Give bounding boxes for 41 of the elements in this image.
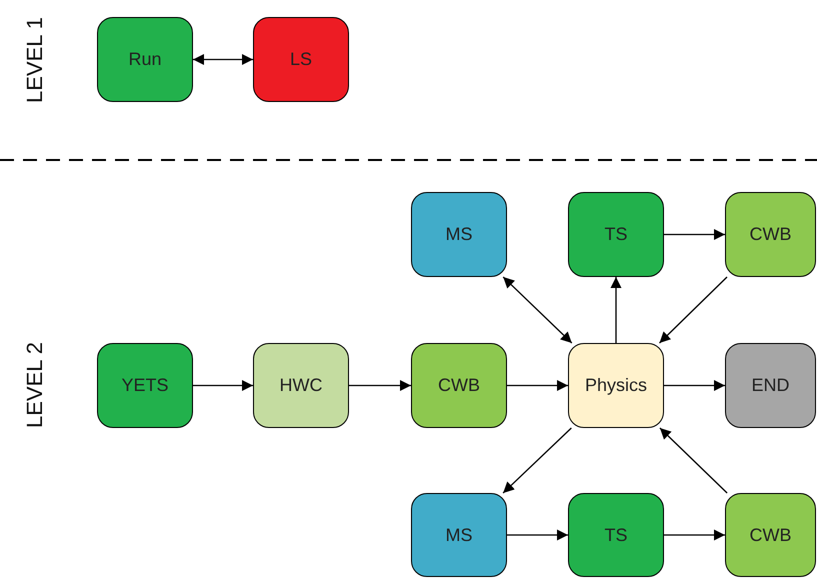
arrow xyxy=(507,380,568,391)
process-box xyxy=(253,17,349,102)
arrow xyxy=(664,530,725,540)
node-label: CWB xyxy=(750,524,792,546)
process-box xyxy=(411,192,507,277)
arrow xyxy=(507,530,568,540)
process-box xyxy=(97,17,193,102)
process-box xyxy=(725,192,816,277)
arrow xyxy=(664,229,725,240)
level-label: LEVEL 2 xyxy=(22,342,48,428)
process-box xyxy=(568,343,664,428)
process-box xyxy=(568,192,664,277)
arrow xyxy=(502,428,572,494)
arrow xyxy=(659,428,728,494)
node-label: CWB xyxy=(438,375,480,396)
node-label: CWB xyxy=(750,224,792,245)
level-label: LEVEL 1 xyxy=(22,16,48,104)
process-box xyxy=(411,493,507,577)
node-label: LS xyxy=(290,49,312,70)
arrow xyxy=(193,54,253,65)
process-box xyxy=(411,343,507,428)
arrow xyxy=(502,276,572,344)
node-label: HWC xyxy=(280,375,322,396)
arrow xyxy=(193,380,253,391)
node-label: Run xyxy=(128,49,162,70)
process-box xyxy=(568,493,664,577)
arrow xyxy=(659,276,728,344)
node-label: END xyxy=(751,375,790,396)
node-label: TS xyxy=(604,524,628,546)
process-box xyxy=(97,343,193,428)
node-label: TS xyxy=(604,224,628,245)
node-label: Physics xyxy=(584,375,647,396)
process-box xyxy=(725,343,816,428)
node-label: YETS xyxy=(121,375,168,396)
arrow xyxy=(664,380,725,391)
process-box xyxy=(253,343,349,428)
arrow xyxy=(349,380,411,391)
process-box xyxy=(725,493,816,577)
arrow xyxy=(610,277,622,343)
node-label: MS xyxy=(446,224,472,245)
node-label: MS xyxy=(446,524,472,546)
